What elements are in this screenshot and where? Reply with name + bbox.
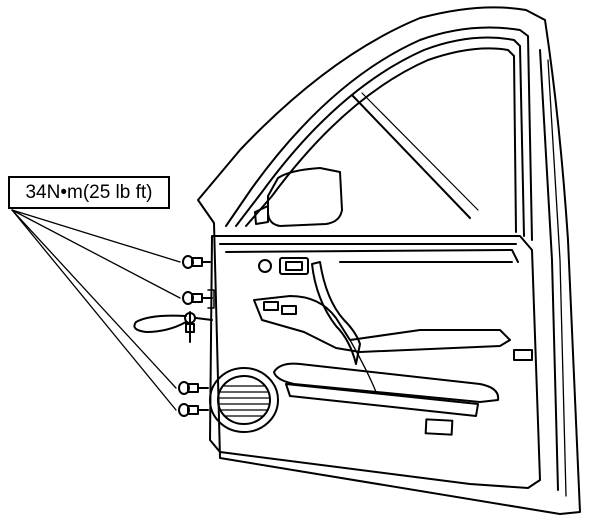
speaker-grille [209, 367, 279, 433]
glass-reflection-2 [361, 92, 479, 211]
upper-trim-line [225, 249, 519, 263]
reflector [424, 418, 454, 436]
lock-knob [258, 259, 272, 273]
armrest [253, 295, 511, 353]
pull-handle [311, 261, 361, 365]
glass-reflection-1 [351, 94, 471, 219]
inner-handle [279, 257, 309, 275]
leader-lines [11, 209, 181, 411]
window-switch-1 [263, 301, 279, 311]
speaker-slots [217, 385, 271, 417]
trim-panel [209, 235, 541, 489]
torque-callout: 34N•m(25 lb ft) [8, 176, 170, 209]
window-switch-2 [281, 305, 297, 315]
wire-harness [349, 339, 377, 393]
door-edge-slot [513, 349, 533, 361]
door-outer-frame [197, 6, 581, 515]
hinge-plate [207, 289, 215, 309]
speaker-inner [217, 375, 271, 425]
map-pocket-lip [285, 383, 479, 417]
side-mirror-base [254, 205, 269, 225]
bolt-upper [182, 255, 211, 269]
bolt-bottom [178, 403, 209, 417]
frame-rear-edge-2 [547, 59, 567, 497]
torque-spec-label: 34N•m(25 lb ft) [25, 181, 153, 203]
window-frame-mid [235, 36, 525, 237]
side-mirror [267, 167, 343, 227]
inner-handle-lever [285, 261, 303, 271]
door-check-assembly [133, 311, 213, 343]
map-pocket [273, 362, 500, 403]
bolt-lower [178, 381, 209, 395]
bolt-upper-middle [182, 291, 213, 305]
window-frame-outer [225, 26, 533, 241]
window-frame-inner [245, 47, 517, 233]
frame-rear-edge [539, 49, 559, 491]
